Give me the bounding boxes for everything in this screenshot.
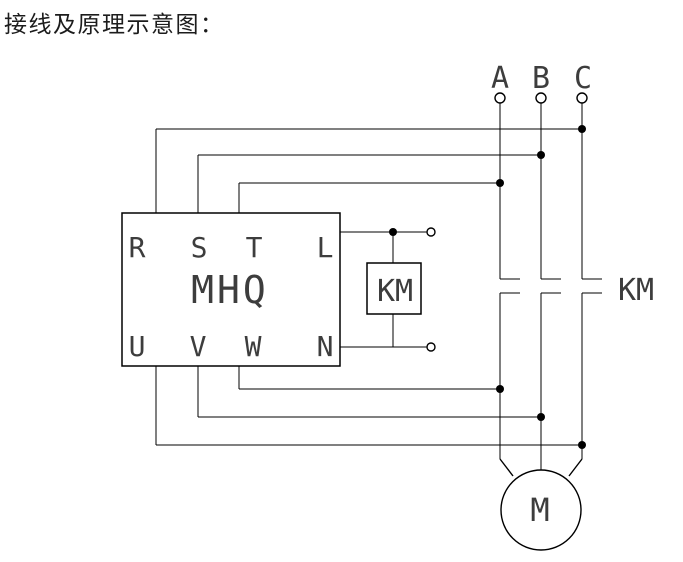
phase-terminals: A B C — [491, 61, 592, 104]
phase-label-c: C — [574, 61, 592, 96]
km-contact-c — [582, 278, 602, 294]
mhq-terminal-r: R — [129, 231, 146, 264]
wire — [499, 458, 514, 477]
km-contact-a — [500, 278, 520, 294]
junction-dot — [578, 125, 586, 133]
junction-dots — [389, 125, 586, 449]
km-contacts: KM — [500, 273, 654, 308]
mhq-terminal-s: S — [191, 231, 208, 264]
motor: M — [500, 469, 582, 551]
mhq-label: MHQ — [191, 268, 269, 312]
mhq-device: R S T L MHQ U V W N — [121, 212, 341, 367]
phase-label-b: B — [532, 61, 550, 96]
phase-terminal-c — [576, 92, 588, 104]
phase-label-a: A — [491, 61, 509, 96]
phase-terminal-a — [494, 92, 506, 104]
junction-dot — [496, 385, 504, 393]
mhq-terminal-l: L — [317, 231, 334, 264]
km-coil-box — [366, 262, 422, 315]
km-contact-b — [541, 278, 561, 294]
junction-dot — [496, 179, 504, 187]
mhq-terminal-w: W — [245, 330, 262, 363]
motor-circle — [500, 469, 582, 551]
wire — [568, 458, 583, 477]
motor-label: M — [530, 491, 549, 529]
mhq-terminal-v: V — [190, 330, 207, 363]
junction-dot — [537, 413, 545, 421]
km-contacts-label: KM — [618, 273, 654, 308]
motor-leads — [499, 458, 583, 477]
mhq-terminal-t: T — [246, 231, 263, 264]
km-coil: KM — [366, 227, 436, 352]
mhq-terminal-n: N — [317, 330, 334, 363]
mhq-terminal-u: U — [129, 330, 146, 363]
coil-terminal-top — [426, 227, 436, 237]
junction-dot — [578, 441, 586, 449]
coil-terminal-bottom — [426, 342, 436, 352]
phase-terminal-b — [535, 92, 547, 104]
page-title: 接线及原理示意图： — [4, 12, 225, 38]
mhq-box — [121, 212, 341, 367]
junction-dot — [537, 151, 545, 159]
junction-dot — [389, 228, 397, 236]
km-coil-label: KM — [377, 274, 413, 309]
